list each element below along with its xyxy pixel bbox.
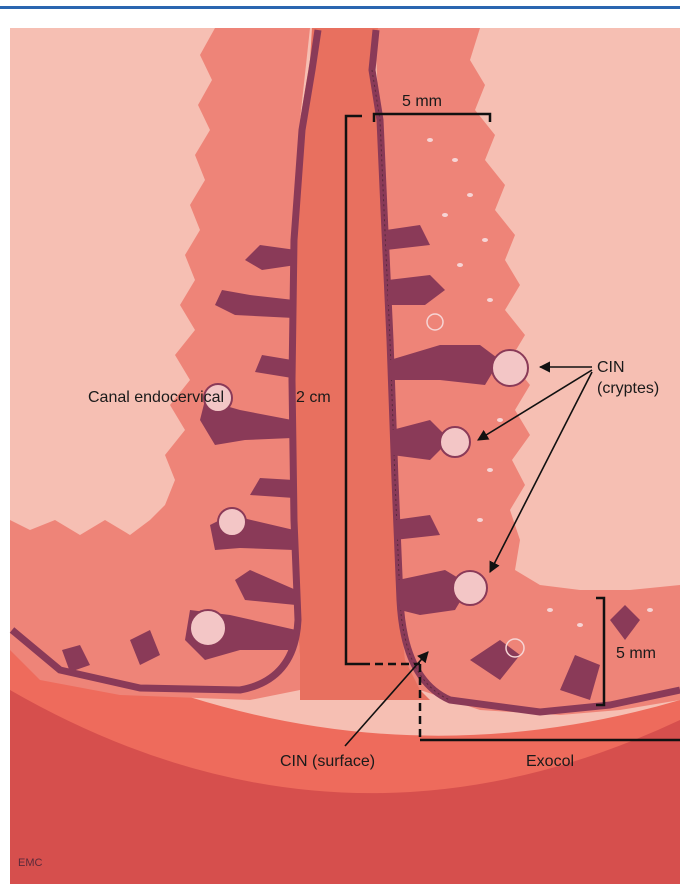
exocol-label: Exocol [526,753,574,770]
gland-dot [427,138,433,142]
scale-vertical-label: 2 cm [296,389,331,406]
gland-dot [577,623,583,627]
cin-cluster [218,508,246,536]
cin-cluster [492,350,528,386]
top-border-line [0,6,680,9]
cin-cluster [453,571,487,605]
scale-right-label: 5 mm [616,645,656,662]
cin-cluster [440,427,470,457]
gland-dot [457,263,463,267]
cin-surface-label: CIN (surface) [280,753,375,770]
gland-dot [487,298,493,302]
gland-dot [467,193,473,197]
gland-dot [477,518,483,522]
canal-label: Canal endocervical [88,389,224,406]
scale-top-label: 5 mm [402,93,442,110]
gland-dot [482,238,488,242]
gland-dot [647,608,653,612]
gland-dot [442,213,448,217]
artist-signature: EMC [18,857,43,869]
gland-dot [497,418,503,422]
cin-crypts-label-line1: CIN [597,359,625,376]
gland-dot [547,608,553,612]
cin-cluster [190,610,226,646]
cin-crypts-label-line2: (cryptes) [597,380,659,397]
gland-dot [452,158,458,162]
gland-dot [487,468,493,472]
